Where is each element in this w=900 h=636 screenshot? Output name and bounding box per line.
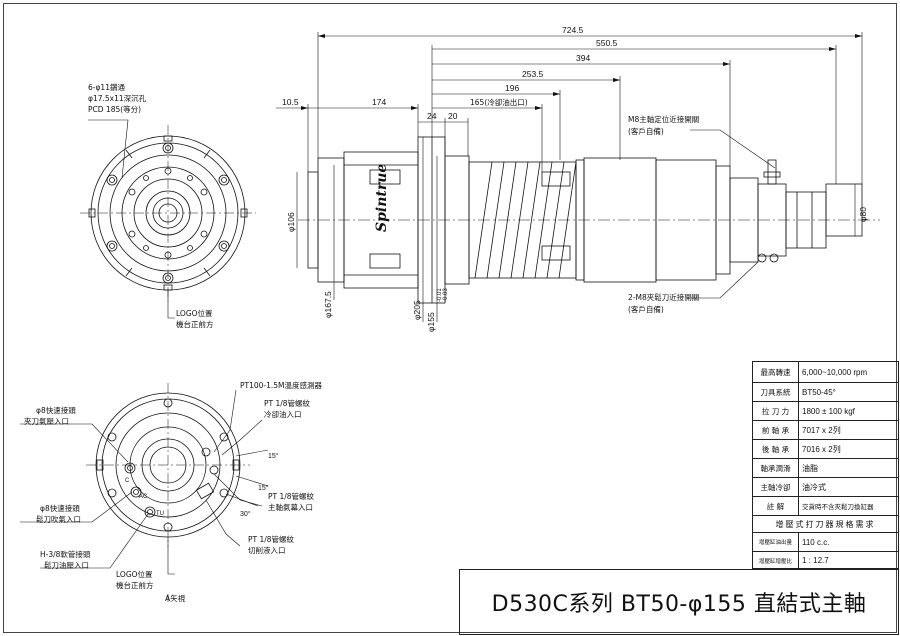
spec-value: 7017 x 2列 xyxy=(802,425,841,435)
dim-phi205: φ205 xyxy=(412,300,422,320)
spec-label: 軸承潤滑 xyxy=(753,459,799,477)
dim-phi80: φ80 xyxy=(858,207,868,222)
title-block: D530C系列 BT50-φ155 直結式主軸 xyxy=(459,569,899,635)
spec-row: 拉 刀 力 1800 ± 100 kgf xyxy=(753,401,898,420)
spec-label: 前 軸 承 xyxy=(753,421,799,439)
pt-cut-2: 切削液入口 xyxy=(248,545,286,555)
quick1-1: φ8快速接頭 xyxy=(36,405,76,415)
logo-top-1: LOGO位置 xyxy=(176,308,213,318)
m8-note-1: M8主軸定位近接開關 xyxy=(628,114,699,124)
dim-253: 253.5 xyxy=(522,69,544,79)
booster-label: 增壓缸油出量 xyxy=(753,533,799,551)
h38-2: 鬆刀油壓入口 xyxy=(44,560,89,570)
pt-cut-1: PT 1/8管螺紋 xyxy=(248,534,295,544)
spec-value: 6,000~10,000 rpm xyxy=(802,367,868,377)
spec-row: 刀具系統 BT50-45° xyxy=(753,382,898,401)
quick1-2: 夾刀氣壓入口 xyxy=(24,416,69,426)
pt100-note: PT100-1.5M溫度感測器 xyxy=(240,380,323,390)
spec-label: 刀具系統 xyxy=(753,383,799,401)
dimension-arrows xyxy=(301,34,862,110)
dim-phi155-tol-upper: -0.01 xyxy=(437,288,443,302)
spec-value: 7016 x 2列 xyxy=(802,444,841,454)
dim-10: 10.5 xyxy=(282,97,299,107)
pt-cool-1: PT 1/8管螺紋 xyxy=(264,398,311,408)
spec-table: 最高轉速 6,000~10,000 rpm 刀具系統 BT50-45° 拉 刀 … xyxy=(752,361,899,569)
booster-value: 110 c.c. xyxy=(802,537,830,547)
booster-header: 增壓式打刀器規格需求 xyxy=(753,515,898,532)
spec-row: 軸承潤滑 油脂 xyxy=(753,458,898,477)
pt-cool-2: 冷卻油入口 xyxy=(264,409,302,419)
dim-phi167: φ167.5 xyxy=(323,291,333,318)
logo-top-leader xyxy=(167,290,175,319)
dim-550: 550.5 xyxy=(596,38,618,48)
m8b-note-1: 2-M8夾鬆刀近接開關 xyxy=(628,292,699,302)
mark-ac: AC xyxy=(139,494,148,500)
mark-c: C xyxy=(125,478,130,484)
dim-196: 196 xyxy=(505,83,519,93)
spec-row: 最高轉速 6,000~10,000 rpm xyxy=(753,362,898,382)
holes-note-1: 6-φ11鑽通 xyxy=(88,82,125,92)
quick2-1: φ8快速接頭 xyxy=(40,503,80,513)
dim-phi155-tol-lower: -0.03 xyxy=(443,288,449,302)
dim-phi106: φ106 xyxy=(286,212,296,232)
spec-value: 交貨時不含夾鬆刀換缸器 xyxy=(802,503,874,511)
spec-label: 後 軸 承 xyxy=(753,440,799,458)
holes-note-3: PCD 185(等分) xyxy=(88,104,141,114)
spindle-side-view xyxy=(298,136,880,304)
dim-20: 20 xyxy=(448,111,458,121)
angle-15b: 15° xyxy=(258,484,269,492)
mark-tu: TU xyxy=(156,511,164,517)
spec-value: 油脂 xyxy=(802,463,818,473)
angle-30: 30° xyxy=(240,510,251,518)
booster-value: 1 : 12.7 xyxy=(802,556,829,565)
spec-row: 後 軸 承 7016 x 2列 xyxy=(753,439,898,458)
flange-end-view xyxy=(80,125,256,301)
holes-note-2: φ17.5x11深沉孔 xyxy=(88,94,147,103)
dimension-lines xyxy=(276,32,863,322)
spec-label: 最高轉速 xyxy=(753,362,799,382)
dim-724: 724.5 xyxy=(562,25,584,35)
spec-row: 主軸冷卻 油冷式 xyxy=(753,477,898,496)
logo-bot-1: LOGO位置 xyxy=(116,569,153,579)
view-a-leaders xyxy=(20,389,269,602)
booster-label: 增壓缸增壓比 xyxy=(753,552,799,569)
angle-15a: 15° xyxy=(268,452,279,460)
spec-value: BT50-45° xyxy=(802,387,836,397)
dim-24: 24 xyxy=(427,111,437,121)
dim-394: 394 xyxy=(576,53,590,63)
brand-logo: Spintrue xyxy=(374,164,390,232)
spec-row: 前 軸 承 7017 x 2列 xyxy=(753,420,898,439)
quick2-2: 鬆刀吹氣入口 xyxy=(36,514,81,524)
pt-air-2: 主軸氣幕入口 xyxy=(268,502,313,512)
spec-value: 1800 ± 100 kgf xyxy=(802,406,855,416)
spec-label: 主軸冷卻 xyxy=(753,478,799,496)
m8b-note-2: (客戶自備) xyxy=(628,304,664,314)
spec-label: 拉 刀 力 xyxy=(753,402,799,420)
booster-row: 增壓缸增壓比 1 : 12.7 xyxy=(753,551,898,569)
drawing-title: D530C系列 BT50-φ155 直結式主軸 xyxy=(491,592,867,617)
rear-end-view-a xyxy=(86,383,250,547)
dim-174: 174 xyxy=(372,97,386,107)
logo-top-2: 機台正前方 xyxy=(176,319,214,329)
holes-leader xyxy=(88,119,129,179)
h38-1: H-3/8軟管接頭 xyxy=(40,549,91,559)
pt-air-1: PT 1/8管螺紋 xyxy=(268,491,315,501)
spec-value: 油冷式 xyxy=(802,482,826,492)
m8-note-2: (客戶自備) xyxy=(628,126,664,136)
spec-label: 註 解 xyxy=(753,497,799,515)
spec-row: 註 解 交貨時不含夾鬆刀換缸器 xyxy=(753,496,898,515)
dim-phi155: φ155 xyxy=(426,312,436,332)
view-a-label: A矢視 xyxy=(165,593,186,603)
booster-row: 增壓缸油出量 110 c.c. xyxy=(753,532,898,551)
dim-165: 165(冷卻油出口) xyxy=(470,97,528,107)
logo-bot-2: 機台正前方 xyxy=(116,580,154,590)
